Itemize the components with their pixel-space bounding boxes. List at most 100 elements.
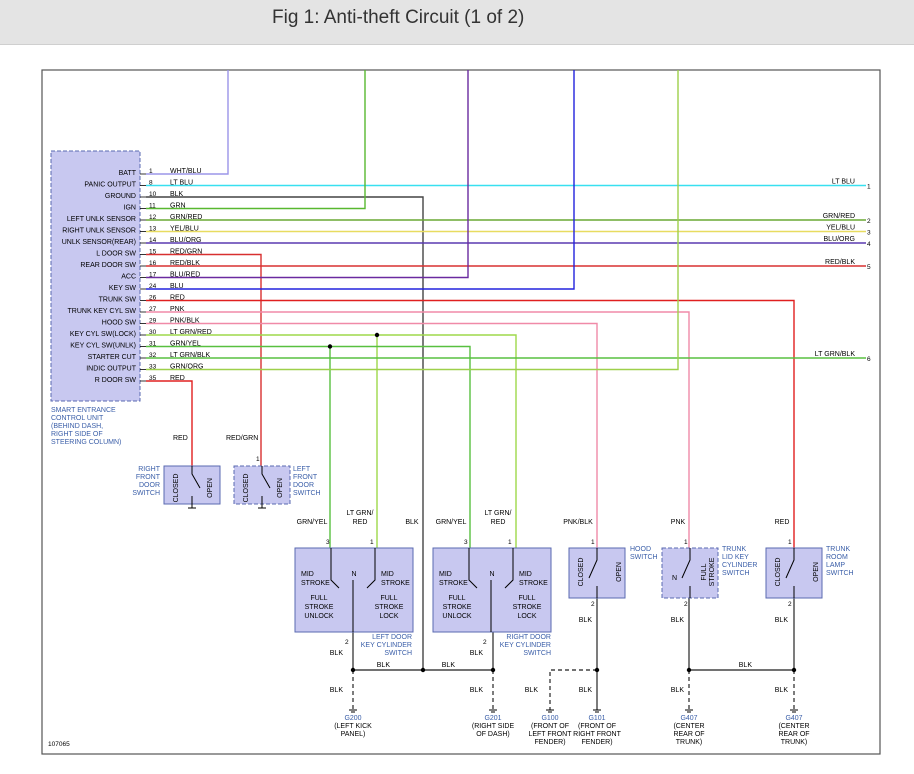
ground-wire-label: BLK [330,687,344,694]
ground-symbol [188,504,196,509]
terminal-wire: BLU/ORG [170,237,202,244]
wire-acc [146,70,469,279]
switch-contacts [330,548,376,632]
terminal-wire: LT GRN/RED [170,329,212,336]
ground-id: G100 [541,715,558,722]
terminal-name: TRUNK SW [99,297,137,304]
terminal-pin: 31 [149,341,157,348]
ground-location: LEFT FRONT [528,731,572,738]
trunk-lid-switch-name: LID KEY [722,554,749,561]
full-stroke-lock: LOCK [379,613,398,620]
mid-stroke-left: MID [439,571,452,578]
left-door-switch-name: SWITCH [293,490,321,497]
edge-connector-num: 5 [867,264,871,271]
edge-connector-num: 4 [867,241,871,248]
mid-stroke-left: STROKE [439,580,468,587]
right-key-cyl-name: RIGHT DOOR [506,634,551,641]
ground-wire-label: BLK [579,687,593,694]
terminal-name: REAR DOOR SW [80,262,136,269]
ground-wire-label: BLK [442,662,456,669]
pin-c: 2 [345,639,349,646]
mid-stroke-right: STROKE [519,580,548,587]
terminal-pin: 8 [149,180,153,187]
ground-wire-label: BLK [671,687,685,694]
pin-b: 1 [508,539,512,546]
wire-key-sw [146,70,575,290]
pin-b: 1 [370,539,374,546]
right-key-cyl-name: SWITCH [523,650,551,657]
ground-location: (RIGHT SIDE [472,723,515,730]
key-cylinder-switch-right [432,547,552,633]
ground-wire-label: BLK [579,617,593,624]
full-stroke-unlock: FULL [448,595,465,602]
open-label: OPEN [616,562,623,582]
pin-top: 1 [788,539,792,546]
terminal-name: PANIC OUTPUT [84,182,136,189]
terminal-name: HOOD SW [102,320,137,327]
terminal-wire: GRN/ORG [170,364,203,371]
wire-r-door-sw [146,380,193,466]
edge-connector-num: 3 [867,230,871,237]
pin-bot: 2 [591,601,595,608]
terminal-pin: 35 [149,375,157,382]
control-unit-location: (BEHIND DASH, [51,423,103,430]
terminal-name: LEFT UNLK SENSOR [67,216,136,223]
full-stroke-lock: STROKE [513,604,542,611]
switch-contact [681,548,691,598]
edge-wire-label: GRN/RED [823,213,855,220]
ground-id: G407 [785,715,802,722]
wire-trunk-key-cyl-sw [146,311,690,548]
trunk-lamp-switch-name: TRUNK [826,546,850,553]
hood-ground-alt [549,669,597,710]
wire-blk: BLK [405,519,419,526]
mid-stroke-right: MID [381,571,394,578]
terminal-pin: 26 [149,295,157,302]
terminal-name: RIGHT UNLK SENSOR [62,228,136,235]
ground-location: (FRONT OF [578,723,616,730]
terminal-wire: GRN/YEL [170,341,201,348]
terminal-pin: 27 [149,306,157,313]
ground-wire-label: BLK [775,617,789,624]
ground-location: FENDER) [581,739,612,746]
edge-connector-num: 6 [867,356,871,363]
ground-location: REAR OF [673,731,704,738]
splice-dot [327,344,333,349]
terminal-name: R DOOR SW [95,377,137,384]
terminal-pin: 1 [149,168,153,175]
ground-symbol [349,709,357,713]
left-door-wire: RED/GRN [226,435,258,442]
control-unit-name: CONTROL UNIT [51,415,104,422]
terminal-wire: LT BLU [170,180,193,187]
diagram-frame [41,69,881,755]
wire-key-cyl-lock [146,334,517,548]
splice-dot [791,667,797,673]
pin-c: 2 [483,639,487,646]
ground-location: (CENTER [673,723,704,730]
terminal-name: BATT [119,170,137,177]
full-stroke-lock: STROKE [375,604,404,611]
edge-wire-label: BLU/ORG [823,236,855,243]
trunk-lamp-wire: RED [775,519,790,526]
full-stroke-label: FULL [701,563,708,580]
switch-contact [261,466,271,504]
terminal-pin: 13 [149,226,157,233]
wires-layer [146,70,866,710]
ground-location: TRUNK) [781,739,807,746]
pin-a: 3 [326,539,330,546]
terminal-wire: BLK [170,191,184,198]
full-stroke-unlock: FULL [310,595,327,602]
terminal-pin: 10 [149,191,157,198]
terminal-pin: 15 [149,249,157,256]
terminal-name: IGN [124,205,136,212]
wire-ground [146,196,424,670]
wire-lt-grn-red-2: RED [491,519,506,526]
edge-connector-num: 2 [867,218,871,225]
ground-wire-label: BLK [330,650,344,657]
control-unit-box [50,150,141,402]
terminal-name: KEY CYL SW(LOCK) [70,331,136,338]
title-bar: Fig 1: Anti-theft Circuit (1 of 2) [0,0,914,45]
edge-wire-label: LT BLU [832,179,855,186]
